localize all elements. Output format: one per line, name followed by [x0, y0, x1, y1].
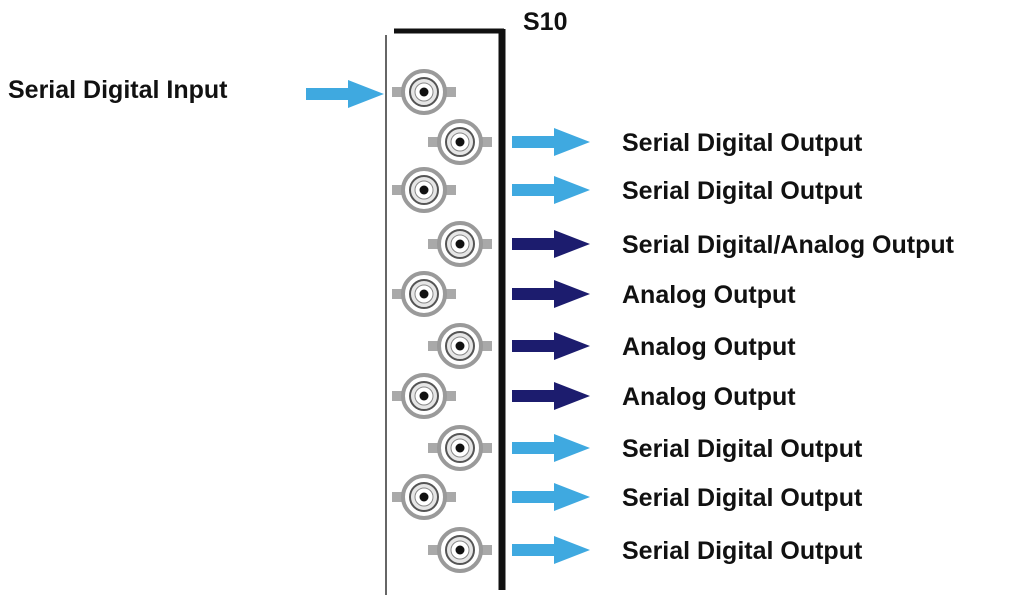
right-arrow-icon: [512, 382, 590, 410]
output-row: Serial Digital Output: [512, 176, 863, 205]
arrow-shaft: [512, 340, 556, 352]
output-row: Analog Output: [512, 382, 796, 411]
arrow-head: [554, 280, 590, 308]
output-row: Serial Digital Output: [512, 434, 863, 463]
connector-pin: [419, 492, 429, 502]
arrow-shaft: [512, 184, 556, 196]
output-label: Analog Output: [622, 333, 796, 361]
right-arrow-icon: [512, 230, 590, 258]
connector-tab-left: [428, 443, 440, 453]
arrow-head: [554, 128, 590, 156]
connector-tab-right: [444, 289, 456, 299]
right-arrow-icon: [512, 332, 590, 360]
output-label: Serial Digital Output: [622, 435, 863, 463]
right-arrow-icon: [512, 483, 590, 511]
input-label: Serial Digital Input: [8, 76, 228, 104]
output-label: Serial Digital Output: [622, 177, 863, 205]
connector-tab-left: [392, 289, 404, 299]
output-row: Serial Digital Output: [512, 128, 863, 157]
connector-pin: [419, 87, 429, 97]
connector-pin: [455, 341, 465, 351]
connector-pin: [419, 289, 429, 299]
arrow-head: [554, 176, 590, 204]
output-row: Analog Output: [512, 280, 796, 309]
arrow-shaft: [512, 238, 556, 250]
connector-pin: [419, 391, 429, 401]
arrow-shaft: [512, 491, 556, 503]
connector-tab-right: [444, 492, 456, 502]
arrow-head: [348, 80, 384, 108]
output-row: Serial Digital/Analog Output: [512, 230, 955, 259]
connector-pin: [455, 545, 465, 555]
connector-tab-right: [480, 545, 492, 555]
arrow-shaft: [512, 136, 556, 148]
bnc-connector-icon: [392, 167, 456, 213]
connector-column: [392, 69, 492, 573]
connector-tab-right: [480, 443, 492, 453]
connector-tab-left: [392, 87, 404, 97]
arrow-head: [554, 483, 590, 511]
connector-tab-left: [428, 545, 440, 555]
arrow-shaft: [512, 544, 556, 556]
bnc-connector-icon: [428, 425, 492, 471]
bnc-connector-icon: [392, 271, 456, 317]
bnc-connector-icon: [428, 527, 492, 573]
output-label: Serial Digital Output: [622, 537, 863, 565]
arrow-head: [554, 382, 590, 410]
arrow-head: [554, 434, 590, 462]
connector-pin: [419, 185, 429, 195]
output-label: Analog Output: [622, 383, 796, 411]
input-arrow: [306, 80, 384, 108]
panel-face: [385, 33, 505, 595]
right-arrow-icon: [512, 536, 590, 564]
connector-tab-right: [444, 87, 456, 97]
connector-pin: [455, 239, 465, 249]
connector-tab-right: [444, 391, 456, 401]
connector-tab-left: [392, 391, 404, 401]
arrow-shaft: [306, 88, 350, 100]
output-label: Analog Output: [622, 281, 796, 309]
output-label: Serial Digital Output: [622, 129, 863, 157]
connector-tab-left: [428, 137, 440, 147]
output-row: Analog Output: [512, 332, 796, 361]
arrow-shaft: [512, 390, 556, 402]
output-label: Serial Digital/Analog Output: [622, 231, 955, 259]
right-arrow-icon: [512, 128, 590, 156]
bnc-connector-icon: [428, 221, 492, 267]
connector-tab-right: [444, 185, 456, 195]
s10-panel: [385, 28, 506, 595]
output-row: Serial Digital Output: [512, 483, 863, 512]
arrow-head: [554, 536, 590, 564]
bnc-connector-icon: [428, 323, 492, 369]
connector-tab-right: [480, 341, 492, 351]
right-arrow-icon: [512, 280, 590, 308]
bnc-connector-icon: [392, 373, 456, 419]
connector-pin: [455, 443, 465, 453]
connector-tab-left: [428, 239, 440, 249]
bnc-connector-icon: [392, 474, 456, 520]
connector-tab-right: [480, 239, 492, 249]
right-arrow-icon: [512, 176, 590, 204]
right-arrow-icon: [512, 434, 590, 462]
arrow-head: [554, 332, 590, 360]
arrow-shaft: [512, 288, 556, 300]
bnc-connector-icon: [428, 119, 492, 165]
arrow-shaft: [512, 442, 556, 454]
connector-tab-left: [428, 341, 440, 351]
connector-pin: [455, 137, 465, 147]
arrow-head: [554, 230, 590, 258]
right-arrow-icon: [306, 80, 384, 108]
panel-title: S10: [523, 8, 567, 36]
output-label: Serial Digital Output: [622, 484, 863, 512]
connector-tab-right: [480, 137, 492, 147]
output-row: Serial Digital Output: [512, 536, 863, 565]
connector-tab-left: [392, 185, 404, 195]
input-connector-icon: [392, 69, 456, 115]
connector-tab-left: [392, 492, 404, 502]
